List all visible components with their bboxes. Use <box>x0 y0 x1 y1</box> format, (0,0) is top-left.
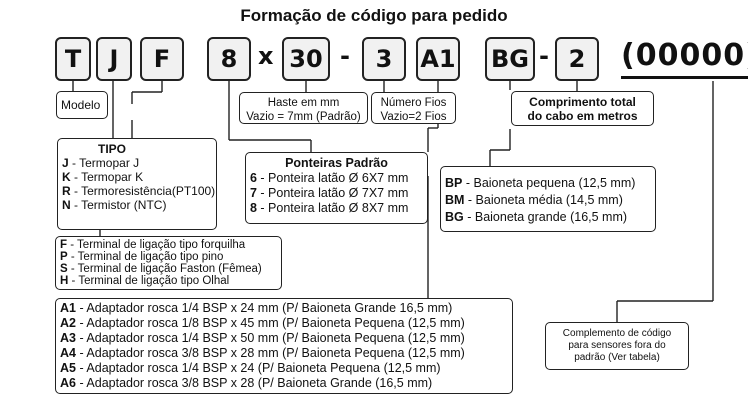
tipo-heading: TIPO <box>98 142 127 156</box>
label-fios-line-1: Número Fios <box>380 97 447 109</box>
label-fios-line-2: Vazio=2 Fios <box>380 111 447 123</box>
label-complemento-line-2: para sensores fora do <box>568 340 666 351</box>
terminal-item: S - Terminal de ligação Faston (Fêmea) <box>60 263 262 275</box>
label-haste: Haste em mm Vazio = 7mm (Padrão) <box>239 92 368 124</box>
tipo-item: J - Termopar J <box>62 156 140 170</box>
code-segment-ponteira: 8 <box>207 37 251 81</box>
adaptador-box: A1 - Adaptador rosca 1/4 BSP x 24 mm (P/… <box>55 298 513 394</box>
label-comprimento-line-1: Comprimento total <box>529 95 636 109</box>
ponteiras-heading: Ponteiras Padrão <box>285 156 388 170</box>
baioneta-item: BG - Baioneta grande (16,5 mm) <box>445 210 628 224</box>
adaptador-item: A3 - Adaptador rosca 1/4 BSP x 50 mm (P/… <box>60 331 465 345</box>
code-separator-dash-1: - <box>340 42 350 70</box>
code-separator-x: x <box>258 42 274 70</box>
code-segment-baioneta: BG <box>485 37 535 81</box>
adaptador-item: A6 - Adaptador rosca 3/8 BSP x 28 (P/ Ba… <box>60 376 433 390</box>
adaptador-item: A1 - Adaptador rosca 1/4 BSP x 24 mm (P/… <box>60 301 453 315</box>
code-segment-tipo: J <box>96 37 132 81</box>
label-fios: Número Fios Vazio=2 Fios <box>371 92 456 124</box>
ponteiras-item: 7 - Ponteira latão Ø 7X7 mm <box>250 186 409 200</box>
ponteiras-item: 6 - Ponteira latão Ø 6X7 mm <box>250 171 409 185</box>
ponteiras-item: 8 - Ponteira latão Ø 8X7 mm <box>250 201 409 215</box>
adaptador-item: A5 - Adaptador rosca 1/4 BSP x 24 (P/ Ba… <box>60 361 441 375</box>
label-complemento-line-1: Complemento de código <box>562 328 672 339</box>
code-segment-modelo: T <box>55 37 91 81</box>
label-comprimento-line-2: do cabo em metros <box>527 109 638 123</box>
code-separator-dash-2: - <box>539 42 549 70</box>
terminal-item: H - Terminal de ligação tipo Olhal <box>60 275 230 287</box>
tipo-box: TIPO J - Termopar J K - Termopar K R - T… <box>57 138 217 230</box>
label-comprimento: Comprimento total do cabo em metros <box>511 91 654 126</box>
label-modelo: Modelo <box>56 91 108 119</box>
code-segment-adaptador: A1 <box>416 37 460 81</box>
terminal-box: F - Terminal de ligação tipo forquilha P… <box>55 236 282 290</box>
baioneta-box: BP - Baioneta pequena (12,5 mm) BM - Bai… <box>440 166 656 232</box>
terminal-item: P - Terminal de ligação tipo pino <box>60 251 224 263</box>
page-title: Formação de código para pedido <box>240 6 508 25</box>
ponteiras-box: Ponteiras Padrão 6 - Ponteira latão Ø 6X… <box>245 152 428 224</box>
label-haste-line-1: Haste em mm <box>267 97 340 109</box>
label-haste-line-2: Vazio = 7mm (Padrão) <box>246 111 361 123</box>
code-segment-fios: 3 <box>362 37 406 81</box>
baioneta-item: BM - Baioneta média (14,5 mm) <box>445 193 623 207</box>
adaptador-item: A2 - Adaptador rosca 1/8 BSP x 45 mm (P/… <box>60 316 465 330</box>
adaptador-item: A4 - Adaptador rosca 3/8 BSP x 28 mm (P/… <box>60 346 465 360</box>
tipo-item: N - Termistor (NTC) <box>62 198 167 212</box>
tipo-item: K - Termopar K <box>62 170 144 184</box>
terminal-item: F - Terminal de ligação tipo forquilha <box>60 239 246 251</box>
baioneta-item: BP - Baioneta pequena (12,5 mm) <box>445 176 636 190</box>
code-segment-haste: 30 <box>282 37 330 81</box>
code-suffix-complemento: (00000) <box>621 36 748 79</box>
label-complemento-line-3: padrão (Ver tabela) <box>574 352 660 363</box>
code-segment-comprimento: 2 <box>555 37 599 81</box>
tipo-item: R - Termoresistência(PT100) <box>62 184 216 198</box>
code-segment-terminal: F <box>140 37 184 81</box>
label-complemento: Complemento de código para sensores fora… <box>545 322 689 370</box>
